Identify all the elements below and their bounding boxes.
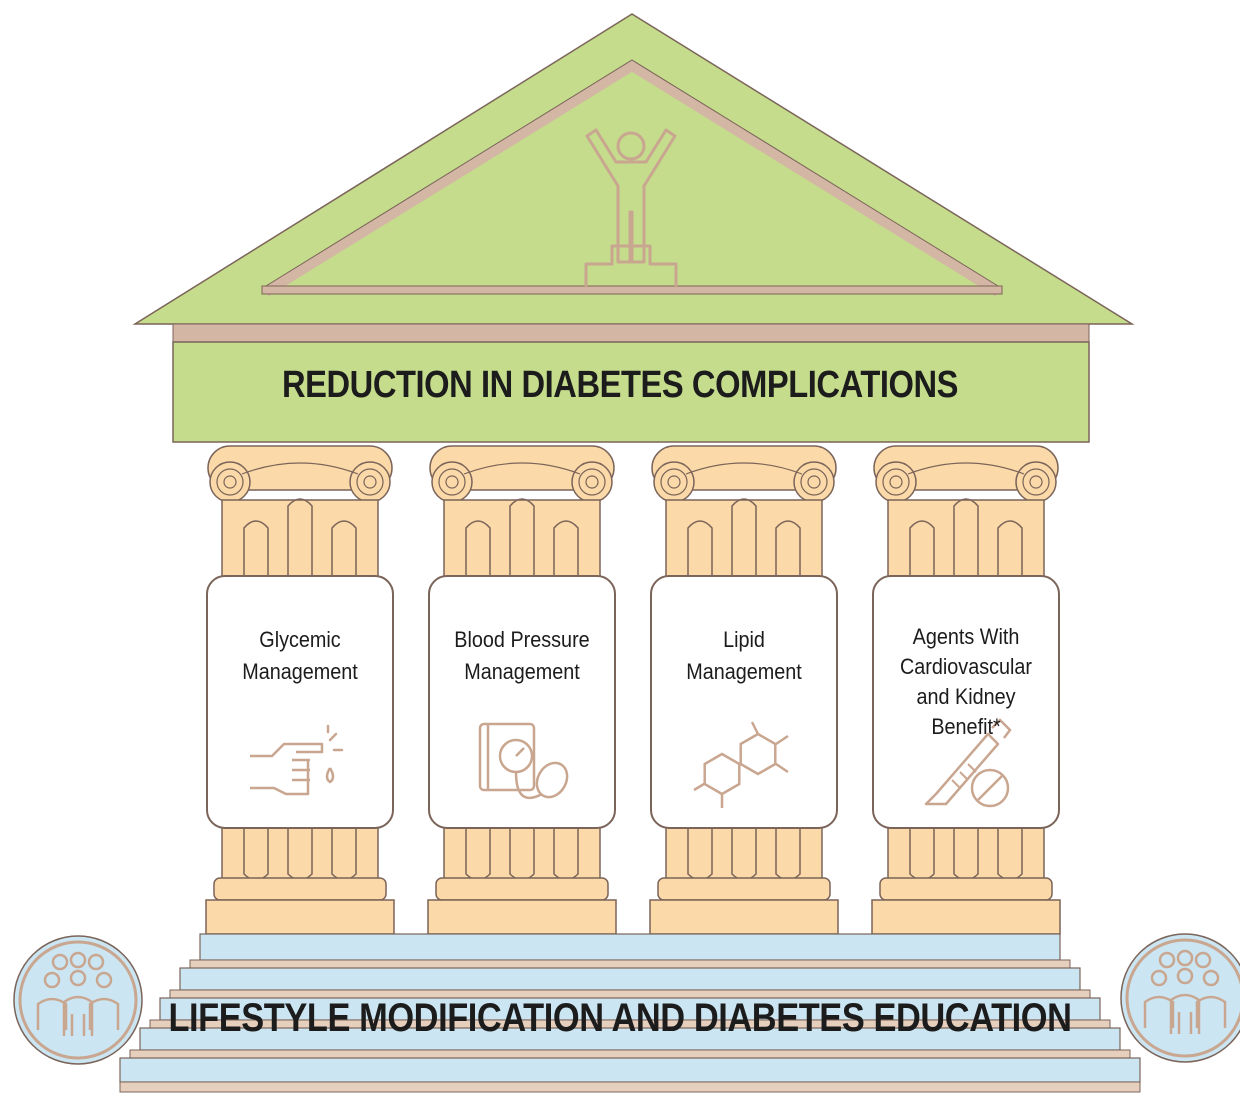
- pillar-panel: [428, 575, 616, 829]
- pillar-label-line: Blood Pressure: [454, 627, 590, 652]
- volute: [209, 461, 251, 503]
- pillar-base-ring: [213, 877, 387, 901]
- volute: [875, 461, 917, 503]
- pillar: [205, 445, 395, 935]
- pediment-base-trim: [261, 285, 1003, 295]
- pillar-base-ring: [435, 877, 609, 901]
- pillar-plinth: [427, 899, 617, 935]
- pen-and-pill-icon: [924, 718, 1012, 808]
- pillar-plinth: [205, 899, 395, 935]
- step-1: [199, 933, 1061, 961]
- roof-title: REDUCTION IN DIABETES COMPLICATIONS: [281, 364, 959, 406]
- pillar-label-line: Cardiovascular: [899, 654, 1033, 679]
- step-5-riser: [119, 1081, 1141, 1093]
- pillar-capital: [429, 445, 615, 491]
- pillar-label-line: Glycemic: [259, 627, 341, 652]
- pillar-label-line: Management: [464, 659, 580, 684]
- pillar: [427, 445, 617, 935]
- roof: [132, 13, 1135, 443]
- pillar-panel: [650, 575, 838, 829]
- pillar-panel: [206, 575, 394, 829]
- volute: [571, 461, 613, 503]
- volute: [1015, 461, 1057, 503]
- pillar-plinth: [649, 899, 839, 935]
- pillar-label-line: Lipid: [723, 627, 765, 652]
- pillar-plinth: [871, 899, 1061, 935]
- pillar-capital: [651, 445, 837, 491]
- volute: [431, 461, 473, 503]
- step-5: [119, 1057, 1141, 1083]
- step-2: [179, 967, 1081, 991]
- pillar-capital: [873, 445, 1059, 491]
- pillar-label-line: and Kidney: [916, 684, 1016, 709]
- blood-pressure-cuff-icon: [478, 722, 569, 800]
- pillar-capital: [207, 445, 393, 491]
- base-title: LIFESTYLE MODIFICATION AND DIABETES EDUC…: [168, 996, 1072, 1040]
- step-4-riser: [129, 1049, 1131, 1059]
- step-1-riser: [189, 959, 1071, 969]
- steps: [119, 933, 1141, 1093]
- pillar-base-ring: [657, 877, 831, 901]
- architrave: [172, 341, 1090, 443]
- pillar-base-ring: [879, 877, 1053, 901]
- person-raised-arms-podium-icon: [584, 128, 678, 288]
- pillar-label-line: Benefit*: [931, 714, 1001, 739]
- volute: [793, 461, 835, 503]
- group-of-people-icon: [1120, 933, 1240, 1063]
- finger-prick-blood-drop-icon: [250, 724, 344, 796]
- group-of-people-icon: [13, 935, 143, 1065]
- pediment-trim-line: [263, 60, 1001, 297]
- pillar-panel: [872, 575, 1060, 829]
- pillar: [649, 445, 839, 935]
- architrave-trim: [172, 323, 1090, 343]
- volute: [653, 461, 695, 503]
- pillar-label-line: Management: [686, 659, 802, 684]
- volute: [349, 461, 391, 503]
- pillar-label-line: Agents With: [912, 624, 1020, 649]
- molecule-icon: [693, 721, 789, 808]
- pillar-label-line: Management: [242, 659, 358, 684]
